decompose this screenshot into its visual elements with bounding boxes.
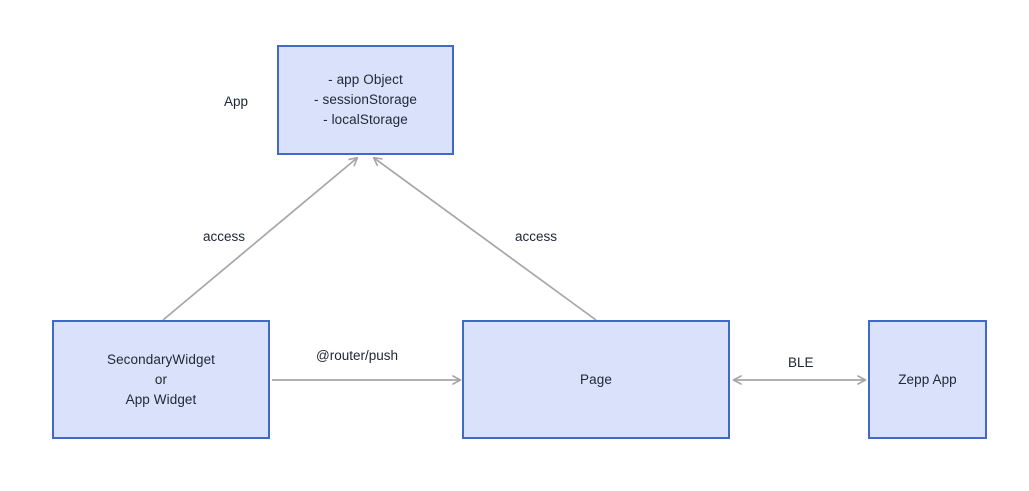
node-page-text: Page [464,370,728,390]
node-zepp-app[interactable]: Zepp App [868,320,987,439]
node-secondary-widget[interactable]: SecondaryWidget or App Widget [52,320,270,439]
node-app-line-2: - sessionStorage [314,92,417,107]
node-app-text: - app Object - sessionStorage - localSto… [279,70,452,130]
node-app[interactable]: - app Object - sessionStorage - localSto… [277,45,454,155]
node-app-line-3: - localStorage [323,112,408,127]
edge-label-widget-to-page: @router/push [316,348,398,363]
node-zepp-app-text: Zepp App [870,370,985,390]
node-app-side-label: App [224,94,249,109]
node-secondary-widget-line-1: SecondaryWidget [106,351,216,367]
node-secondary-widget-line-3: App Widget [125,391,197,407]
node-secondary-widget-line-2: or [154,371,168,387]
edge-page-to-app [372,156,597,321]
node-zepp-app-line-1: Zepp App [898,371,957,387]
node-page-line-1: Page [580,371,612,387]
node-page[interactable]: Page [462,320,730,439]
edge-widget-to-app [162,156,359,321]
edge-label-widget-to-app: access [203,229,246,244]
node-app-line-1: - app Object [328,72,403,87]
edge-label-page-to-zepp: BLE [788,355,814,370]
node-secondary-widget-text: SecondaryWidget or App Widget [54,350,268,410]
edge-label-page-to-app: access [515,229,558,244]
